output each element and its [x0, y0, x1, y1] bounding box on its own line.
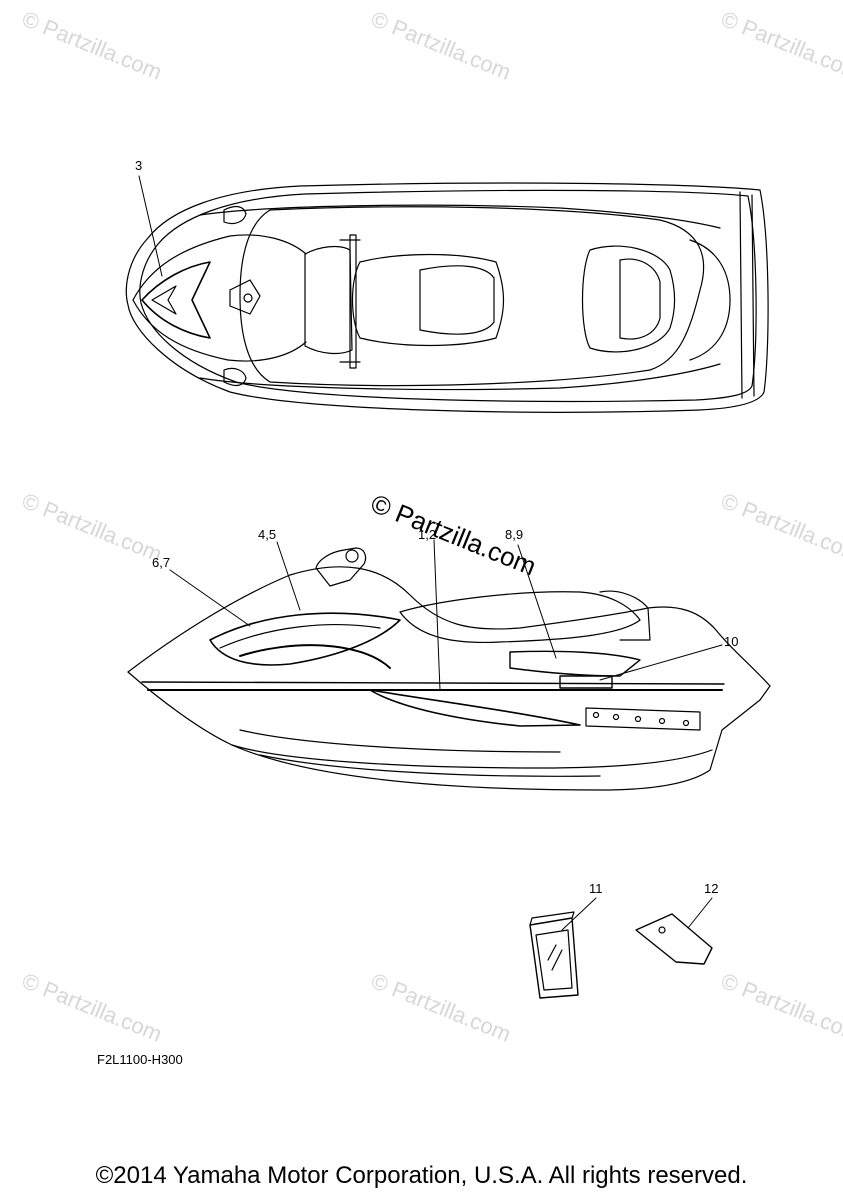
part-11-drawing [529, 897, 597, 999]
watercraft-side-view [127, 539, 771, 791]
callout-12: 12 [704, 881, 719, 896]
callout-8-9: 8,9 [505, 527, 524, 542]
callout-6-7: 6,7 [152, 555, 171, 570]
callout-4-5: 4,5 [258, 527, 277, 542]
part-12-drawing [635, 897, 713, 965]
callout-1-2: 1,2 [418, 527, 437, 542]
copyright-footer: ©2014 Yamaha Motor Corporation, U.S.A. A… [95, 1162, 748, 1189]
callout-3: 3 [135, 158, 143, 173]
callout-10: 10 [724, 634, 739, 649]
callout-11: 11 [589, 881, 603, 896]
watercraft-top-view [125, 175, 769, 413]
diagram-code: F2L1100-H300 [97, 1052, 183, 1067]
